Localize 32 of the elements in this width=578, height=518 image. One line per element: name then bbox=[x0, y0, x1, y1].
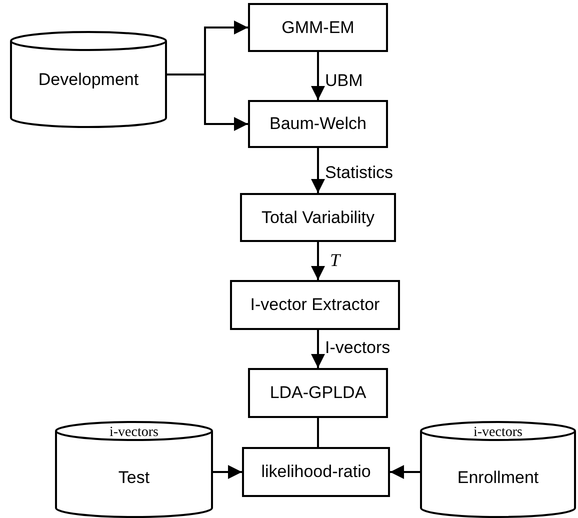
node-label: LDA-GPLDA bbox=[270, 383, 366, 403]
database-cylinder bbox=[420, 422, 576, 517]
database-cylinder bbox=[55, 422, 213, 517]
node-label: Development bbox=[38, 70, 139, 90]
cylinder-heading: i-vectors bbox=[472, 425, 524, 441]
edge-label: Statistics bbox=[325, 163, 394, 183]
arrow bbox=[311, 330, 325, 368]
node-label: Enrollment bbox=[457, 468, 539, 488]
node-label: Test bbox=[118, 468, 150, 488]
arrow bbox=[167, 74, 248, 131]
edge-label: I-vectors bbox=[325, 338, 390, 358]
arrow bbox=[390, 465, 420, 479]
node-label: Total Variability bbox=[261, 208, 375, 228]
edge-label: UBM bbox=[325, 71, 363, 91]
node-label: GMM-EM bbox=[282, 18, 354, 38]
node-label: I-vector Extractor bbox=[250, 295, 380, 315]
arrow bbox=[311, 52, 325, 100]
arrow bbox=[311, 148, 325, 193]
edge-label: T bbox=[330, 250, 340, 271]
process-box bbox=[248, 3, 388, 52]
database-cylinder bbox=[10, 32, 167, 127]
process-box bbox=[240, 193, 396, 242]
arrow bbox=[213, 465, 242, 479]
arrow bbox=[311, 242, 325, 280]
cylinder-heading: i-vectors bbox=[108, 425, 160, 441]
process-box bbox=[230, 280, 400, 330]
process-box bbox=[248, 100, 388, 148]
connector-line bbox=[317, 418, 319, 447]
process-box bbox=[248, 368, 388, 418]
node-label: likelihood-ratio bbox=[261, 462, 371, 482]
node-label: Baum-Welch bbox=[270, 114, 366, 134]
process-box bbox=[242, 447, 390, 497]
